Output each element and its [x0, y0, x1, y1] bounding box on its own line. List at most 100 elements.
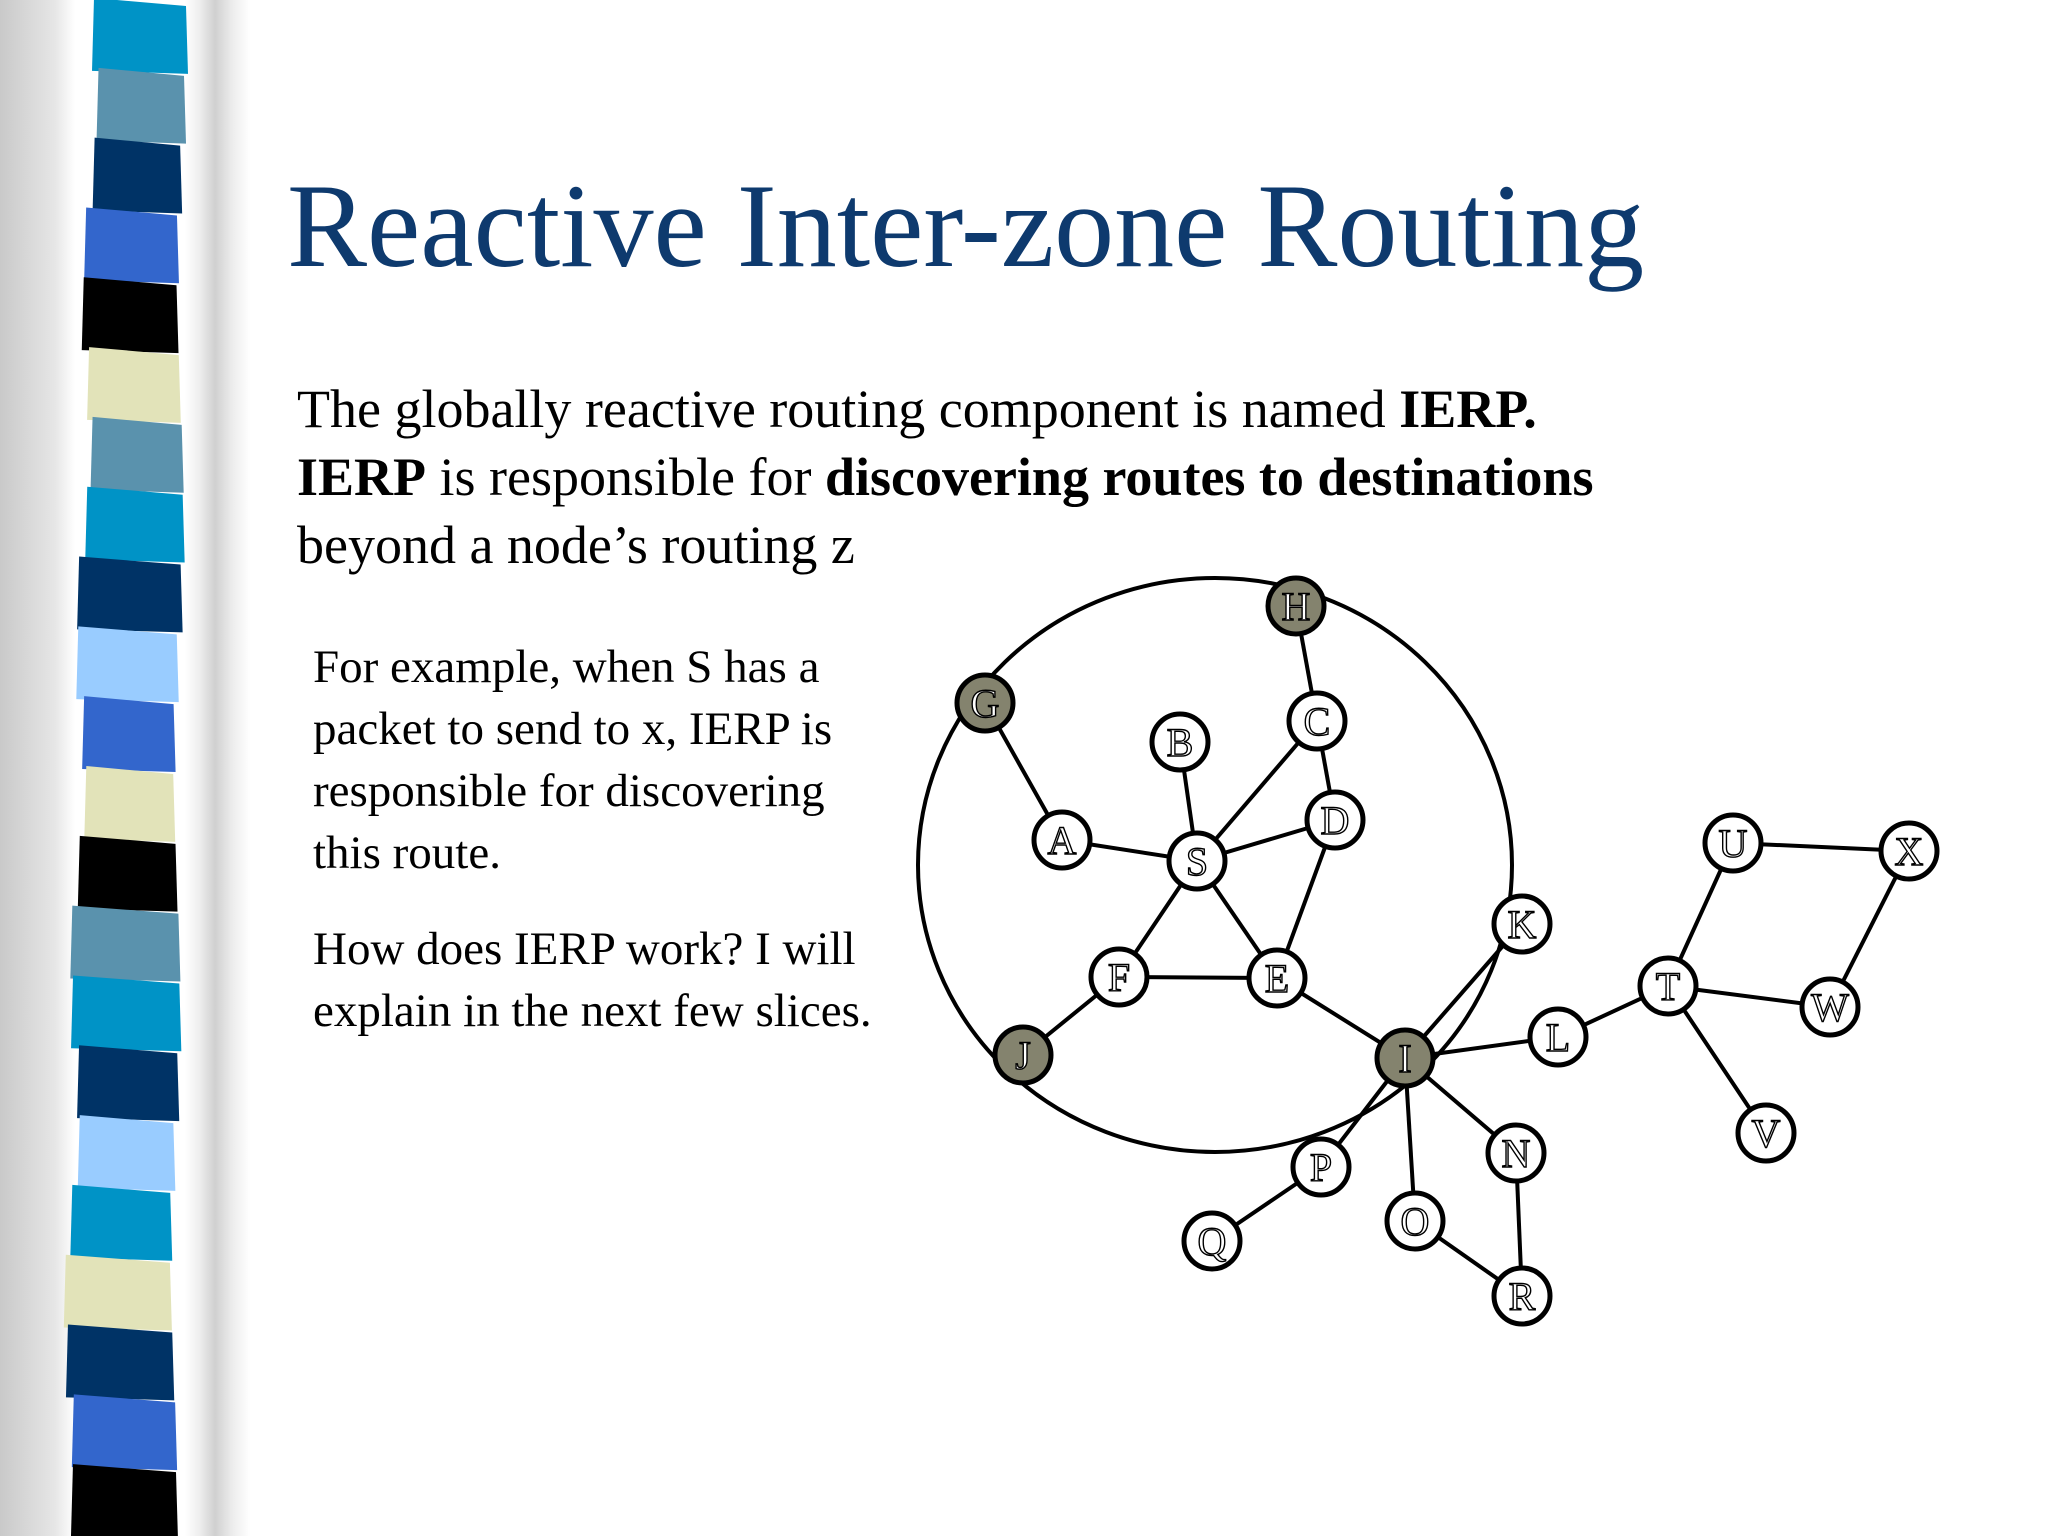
node-circle-N [1485, 1122, 1547, 1184]
node-label-D: D [1321, 798, 1350, 843]
node-label-G: G [971, 681, 1000, 726]
how-paragraph: How does IERP work? I will explain in th… [313, 923, 872, 1037]
intro-bold-ierp-2: IERP [297, 447, 427, 507]
node-label-P: P [1310, 1145, 1332, 1190]
node-label-T: T [1656, 964, 1680, 1009]
band-segment [77, 835, 178, 912]
band-segment [71, 975, 182, 1052]
node-circle-A [1031, 809, 1093, 871]
node-circle-T [1637, 955, 1699, 1017]
node-label-U: U [1719, 821, 1748, 866]
node-circle-G [954, 672, 1016, 734]
node-circle-K [1491, 893, 1553, 955]
node-circle-B [1149, 711, 1211, 773]
node-layer: H G B C A S D F E J I K L T U X W V N P Q O R [954, 575, 1940, 1327]
node-circle-D [1304, 789, 1366, 851]
node-circle-Q [1181, 1210, 1243, 1272]
band-segment [70, 905, 181, 982]
intro-text-3: beyond a node’s routing z [297, 515, 855, 575]
node-V: V [1735, 1102, 1797, 1164]
node-circle-C [1286, 690, 1348, 752]
node-label-C: C [1304, 699, 1331, 744]
node-circle-L [1527, 1006, 1589, 1068]
node-R: R [1491, 1265, 1553, 1327]
node-circle-V [1735, 1102, 1797, 1164]
node-I: I [1374, 1027, 1436, 1089]
node-label-E: E [1265, 956, 1289, 1001]
decorative-color-band [63, 0, 188, 1536]
node-A: A [1031, 809, 1093, 871]
node-B: B [1149, 711, 1211, 773]
node-circle-J [992, 1024, 1054, 1086]
node-O: O [1384, 1190, 1446, 1252]
band-segment [92, 137, 183, 214]
band-segment [87, 347, 181, 423]
band-segment [84, 766, 176, 842]
intro-text-2: is responsible for [426, 447, 825, 507]
node-label-H: H [1282, 584, 1311, 629]
node-label-R: R [1509, 1274, 1536, 1319]
node-label-A: A [1048, 818, 1077, 863]
band-segment [96, 67, 187, 144]
node-J: J [992, 1024, 1054, 1086]
band-segment [70, 1184, 173, 1261]
node-circle-P [1290, 1136, 1352, 1198]
band-segment [90, 416, 184, 493]
node-E: E [1246, 947, 1308, 1009]
node-label-J: J [1015, 1033, 1031, 1078]
node-X: X [1878, 820, 1940, 882]
band-segment [70, 1464, 178, 1536]
node-label-V: V [1752, 1111, 1781, 1156]
band-segment [76, 626, 179, 703]
intro-bold-discovering: discovering routes to destinations [824, 447, 1594, 507]
node-label-S: S [1186, 839, 1208, 884]
band-segment [65, 1324, 175, 1401]
node-circle-E [1246, 947, 1308, 1009]
node-L: L [1527, 1006, 1589, 1068]
node-C: C [1286, 690, 1348, 752]
slide-title: Reactive Inter-zone Routing [287, 159, 1645, 292]
band-segment [77, 556, 183, 633]
node-circle-X [1878, 820, 1940, 882]
node-label-B: B [1167, 720, 1194, 765]
node-label-N: N [1502, 1131, 1531, 1176]
intro-paragraph: The globally reactive routing component … [297, 375, 1747, 579]
node-circle-I [1374, 1027, 1436, 1089]
node-circle-U [1702, 812, 1764, 874]
routing-zone-circle [916, 576, 1514, 1154]
node-F: F [1088, 946, 1150, 1008]
intro-text-1: The globally reactive routing component … [297, 379, 1400, 439]
band-segment [85, 486, 185, 563]
node-label-L: L [1546, 1015, 1570, 1060]
node-circle-R [1491, 1265, 1553, 1327]
node-label-F: F [1108, 955, 1130, 1000]
band-segment [71, 1394, 178, 1471]
node-N: N [1485, 1122, 1547, 1184]
band-segment [84, 207, 179, 284]
node-label-K: K [1508, 902, 1537, 947]
node-G: G [954, 672, 1016, 734]
node-P: P [1290, 1136, 1352, 1198]
node-label-Q: Q [1198, 1219, 1227, 1264]
node-K: K [1491, 893, 1553, 955]
node-circle-O [1384, 1190, 1446, 1252]
node-W: W [1799, 976, 1861, 1038]
node-circle-W [1799, 976, 1861, 1038]
example-paragraph: For example, when S has a packet to send… [313, 641, 833, 879]
node-Q: Q [1181, 1210, 1243, 1272]
node-label-W: W [1811, 985, 1849, 1030]
node-label-O: O [1401, 1199, 1430, 1244]
band-segment [77, 1045, 180, 1122]
node-label-X: X [1895, 829, 1924, 874]
node-U: U [1702, 812, 1764, 874]
node-label-I: I [1398, 1036, 1411, 1081]
node-circle-F [1088, 946, 1150, 1008]
node-T: T [1637, 955, 1699, 1017]
band-segment [63, 1254, 172, 1331]
node-circle-H [1265, 575, 1327, 637]
band-segment [82, 696, 176, 772]
node-circle-S [1166, 830, 1228, 892]
node-S: S [1166, 830, 1228, 892]
node-H: H [1265, 575, 1327, 637]
